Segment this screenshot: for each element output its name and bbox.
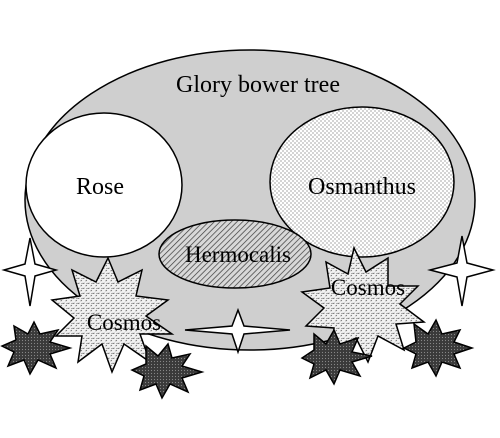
cosmos-burst-left: [50, 256, 175, 375]
dark-burst-icon: [0, 320, 73, 376]
osmanthus-region: [269, 106, 455, 258]
four-point-star-icon: [427, 235, 496, 307]
dark-burst-icon: [300, 328, 373, 386]
hermocalis-label: Hermocalis: [185, 242, 291, 267]
cosmos-right-label: Cosmos: [331, 275, 405, 300]
four-point-star-icon: [184, 307, 291, 355]
dark-burst-icon: [130, 342, 205, 400]
cosmos-left-label: Cosmos: [87, 310, 161, 335]
rose-region: [25, 112, 183, 258]
cosmos-burst-right: [300, 245, 427, 364]
hermocalis-region: [158, 219, 312, 289]
glory-bower-tree-label: Glory bower tree: [176, 72, 340, 98]
rose-label: Rose: [76, 174, 124, 200]
four-point-star-icon: [1, 237, 59, 307]
osmanthus-label: Osmanthus: [308, 174, 416, 200]
dark-burst-icon: [402, 318, 475, 378]
